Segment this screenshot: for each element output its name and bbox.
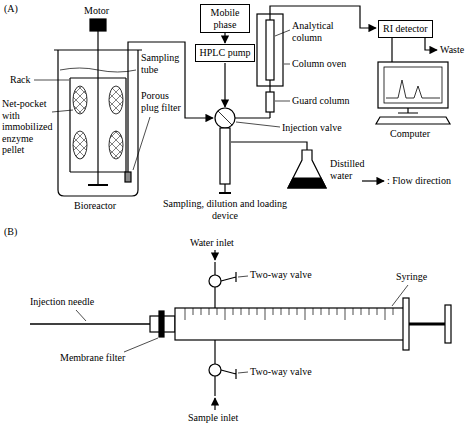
part-label: Injection valve xyxy=(282,122,342,134)
part-label: Distilled water xyxy=(330,158,380,181)
part-label: Syringe xyxy=(396,271,427,283)
part-label: Two-way valve xyxy=(250,269,312,281)
leader-line xyxy=(236,122,280,127)
signal-cable xyxy=(391,37,392,62)
part-label: Water inlet xyxy=(190,237,234,249)
part-label: Analytical column xyxy=(292,20,352,43)
process-box: HPLC pump xyxy=(195,44,256,62)
guard-column xyxy=(266,92,274,112)
leader-line xyxy=(284,64,290,65)
waste-line xyxy=(425,37,437,50)
leader-line xyxy=(275,101,290,102)
part-label: Two-way valve xyxy=(250,366,312,378)
porous-plug-filter xyxy=(125,172,131,182)
rack xyxy=(70,78,126,172)
analytical-column xyxy=(266,20,274,80)
part-label: (A) xyxy=(4,3,18,15)
motor-symbol xyxy=(90,19,106,31)
syringe-flange xyxy=(403,298,409,350)
part-label: Waste xyxy=(440,44,464,56)
part-label: Sampling tube xyxy=(141,52,183,75)
part-label: Sample inlet xyxy=(188,412,238,424)
injection-needle xyxy=(30,323,152,325)
leader-line xyxy=(238,372,248,373)
distilled-water-flask xyxy=(288,150,326,188)
part-label: Guard column xyxy=(292,95,350,107)
net-pocket xyxy=(73,86,123,159)
plunger-rod xyxy=(409,323,445,326)
membrane-filter xyxy=(159,311,164,337)
leader-line xyxy=(76,310,86,321)
box-text: Mobile phase xyxy=(205,7,245,30)
part-label: Membrane filter xyxy=(60,352,125,364)
leader-line xyxy=(34,80,69,81)
leader-line xyxy=(52,110,73,112)
computer xyxy=(376,62,450,124)
sampling-device xyxy=(219,128,231,193)
leader-line xyxy=(275,30,290,36)
impeller xyxy=(88,184,108,186)
part-label: Injection needle xyxy=(30,296,94,308)
box-text: RI detector xyxy=(383,23,428,35)
legend-arrow xyxy=(362,180,384,181)
sampling-tube xyxy=(128,42,213,172)
leader-line xyxy=(238,276,248,277)
stirrer-shaft xyxy=(97,31,98,185)
flow-connector xyxy=(224,33,225,43)
part-label: Column oven xyxy=(292,58,346,70)
leader-line xyxy=(124,338,158,352)
process-box: RI detector xyxy=(378,20,433,38)
part-label: Motor xyxy=(84,5,109,17)
part-label: Sampling, dilution and loading device xyxy=(160,198,290,221)
syringe-barrel xyxy=(175,308,405,340)
leader-line xyxy=(392,285,408,306)
part-label: (B) xyxy=(4,226,17,238)
leader-line xyxy=(133,117,150,170)
pump-line xyxy=(224,63,225,107)
part-label: Porous plug filter xyxy=(141,90,185,113)
part-label: Bioreactor xyxy=(74,200,116,212)
two-way-valve xyxy=(209,275,221,287)
part-label: Computer xyxy=(390,128,430,140)
box-text: HPLC pump xyxy=(200,47,251,59)
column-oven xyxy=(257,14,283,86)
process-box: Mobile phase xyxy=(200,4,250,33)
two-way-valve xyxy=(209,364,221,376)
part-label: Rack xyxy=(10,74,31,86)
legend-text: : Flow direction xyxy=(387,175,451,187)
water-tube xyxy=(231,142,307,160)
part-label: Net-pocket with immobilized enzyme pelle… xyxy=(2,98,54,156)
plunger-thumb xyxy=(445,305,451,343)
injection-valve xyxy=(215,108,235,128)
valve-line xyxy=(235,117,270,118)
